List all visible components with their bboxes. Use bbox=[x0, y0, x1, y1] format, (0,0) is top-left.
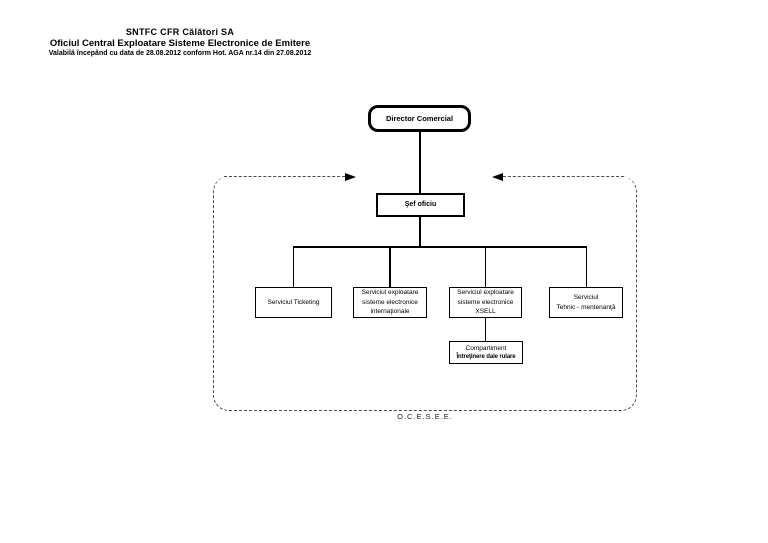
node-label-line: Serviciul bbox=[573, 294, 599, 301]
node-label-line: XSELL bbox=[475, 308, 496, 316]
node-label-line: Serviciul exploatare bbox=[361, 289, 419, 297]
node-label: Serviciul Ticketing bbox=[267, 298, 320, 306]
arrowhead-left-icon bbox=[492, 172, 503, 181]
node-director-comercial: Director Comercial bbox=[368, 105, 471, 132]
connector-xsell-compartiment bbox=[484, 318, 487, 342]
node-label-line: Tehnic - mentenanţă bbox=[556, 303, 616, 311]
node-label-line: Întreţinere dale rulare bbox=[456, 353, 516, 360]
node-label-line: sisteme electronice bbox=[457, 298, 514, 306]
connector-drop-internationale bbox=[389, 246, 391, 288]
connector-drop-ticketing bbox=[292, 246, 295, 288]
node-compartiment-intretinere: Compartiment Întreţinere dale rulare bbox=[449, 341, 523, 364]
node-label-line: sisteme electronice bbox=[362, 298, 418, 306]
connector-drop-tehnic bbox=[585, 246, 587, 288]
node-serviciul-ticketing: Serviciul Ticketing bbox=[255, 287, 332, 318]
connector-drop-xsell bbox=[484, 246, 487, 288]
dashed-arrow-line-right bbox=[503, 176, 624, 177]
node-serviciul-internationale: Serviciul exploatare sisteme electronice… bbox=[353, 287, 427, 318]
node-label-line: internaţionale bbox=[370, 308, 410, 316]
node-serviciul-tehnic: Serviciul Tehnic - mentenanţă bbox=[549, 287, 623, 318]
node-sef-oficiu: Şef oficiu bbox=[376, 193, 465, 217]
arrowhead-right-icon bbox=[345, 172, 356, 181]
company-name: SNTFC CFR Călători SA bbox=[125, 27, 235, 37]
node-label-line: Serviciul exploatare bbox=[457, 289, 514, 297]
node-serviciul-xsell: Serviciul exploatare sisteme electronice… bbox=[449, 287, 522, 318]
validity-note: Valabilă începând cu data de 28.08.2012 … bbox=[48, 50, 312, 57]
node-label-line: Compartiment bbox=[465, 344, 507, 352]
node-label: Director Comercial bbox=[385, 113, 454, 123]
node-label: Şef oficiu bbox=[404, 201, 437, 209]
connector-director-chief bbox=[419, 131, 421, 194]
ocesee-boundary bbox=[213, 176, 637, 411]
page-title: Oficiul Central Exploatare Sisteme Elect… bbox=[49, 38, 311, 49]
connector-chief-bus bbox=[419, 217, 421, 247]
dashed-arrow-line-left bbox=[224, 176, 345, 177]
zone-label: O.C.E.S.E.E. bbox=[397, 412, 453, 421]
connector-bus bbox=[293, 246, 587, 248]
document-header: SNTFC CFR Călători SA Oficiul Central Ex… bbox=[25, 27, 335, 59]
